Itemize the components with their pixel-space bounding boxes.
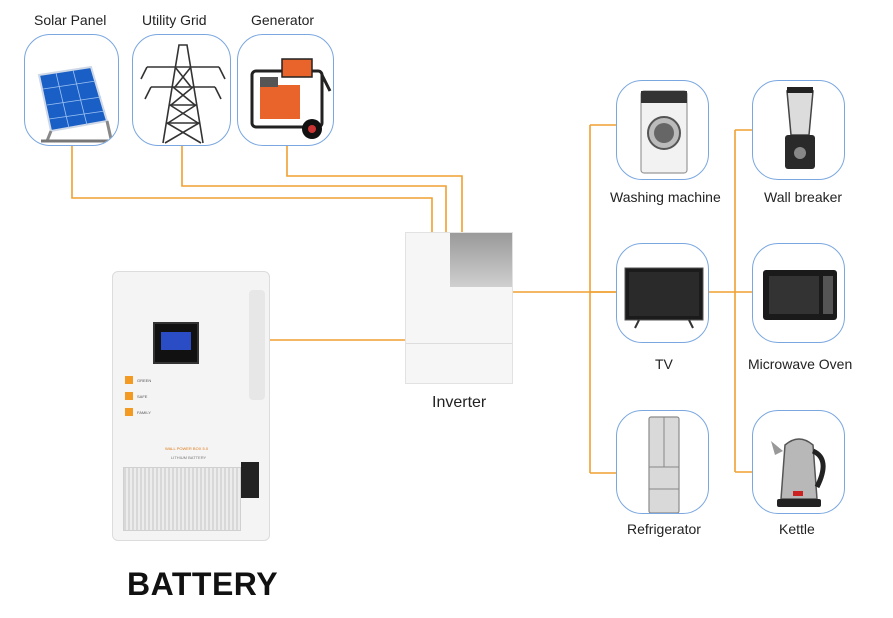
utility-grid-label: Utility Grid: [142, 12, 207, 28]
utility-grid-node: [132, 34, 231, 146]
solar-panel-node: [24, 34, 119, 146]
wall-breaker-node: [752, 80, 845, 180]
microwave-label: Microwave Oven: [748, 356, 853, 372]
power-tower-icon: [140, 44, 226, 144]
kettle-node: [752, 410, 845, 514]
refrigerator-icon: [648, 416, 680, 513]
family-indicator-icon: [125, 408, 133, 416]
indicator-label: FAMILY: [137, 409, 151, 415]
refrigerator-node: [616, 410, 709, 514]
battery-title: BATTERY: [127, 566, 279, 602]
solar-panel-icon: [37, 65, 115, 143]
inverter-label: Inverter: [432, 394, 487, 411]
battery-display: [153, 322, 199, 364]
solar-wire: [71, 146, 433, 232]
generator-label: Generator: [251, 12, 315, 28]
battery-vent: [123, 467, 241, 531]
indicator-list: GREEN SAFE FAMILY: [125, 376, 151, 416]
battery-brand-line: WALL POWER BOX 5.0: [165, 446, 209, 451]
generator-icon: [250, 58, 332, 139]
tv-icon: [624, 267, 704, 329]
inverter-divider: [406, 343, 512, 344]
microwave-node: [752, 243, 845, 343]
battery-sub-line: LITHIUM BATTERY: [171, 455, 207, 460]
indicator-label: GREEN: [137, 377, 152, 383]
tv-node: [616, 243, 709, 343]
solar-panel-label: Solar Panel: [34, 12, 107, 28]
inverter-display-panel: [450, 233, 512, 287]
kettle-label: Kettle: [779, 521, 815, 537]
wall-breaker-label: Wall breaker: [764, 189, 843, 205]
washing-machine-label: Washing machine: [610, 189, 721, 205]
battery-unit: GREEN SAFE FAMILY WALL POWER BOX 5.0 LIT…: [112, 271, 270, 541]
generator-node: [237, 34, 334, 146]
green-indicator-icon: [125, 376, 133, 384]
washing-machine-node: [616, 80, 709, 180]
grid-wire: [181, 146, 447, 232]
washing-machine-icon: [640, 90, 688, 174]
refrigerator-label: Refrigerator: [627, 521, 701, 537]
inverter-unit: [405, 232, 513, 384]
kettle-icon: [771, 438, 826, 507]
microwave-oven-icon: [763, 270, 837, 320]
indicator-label: SAFE: [137, 393, 148, 399]
safe-indicator-icon: [125, 392, 133, 400]
battery-handle: [249, 290, 265, 400]
blender-icon: [785, 87, 815, 169]
tv-label: TV: [655, 356, 673, 372]
generator-wire: [286, 146, 463, 232]
battery-side-panel: [241, 462, 259, 498]
